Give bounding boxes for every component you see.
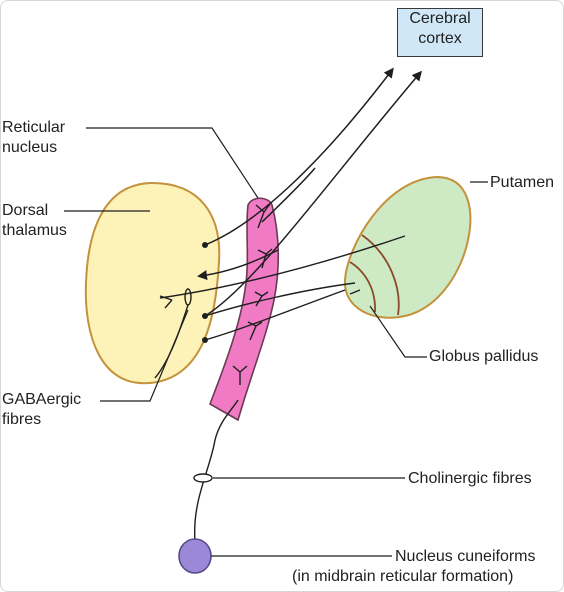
gabaergic-fibres-label-line1: GABAergic <box>2 391 82 408</box>
thalamic-terminals <box>202 242 208 343</box>
cerebral-cortex-label-line2: cortex <box>418 30 462 47</box>
reticular-nucleus-label-line2: nucleus <box>2 139 58 156</box>
cholinergic-marker <box>193 473 213 483</box>
leader-lines <box>64 127 488 557</box>
ascending-fibres <box>204 67 422 317</box>
gabaergic-fibres-label-line2: fibres <box>2 411 42 428</box>
globus-pallidus-arc-inner <box>349 261 376 313</box>
nucleus-cuneiformis-label-line2: (in midbrain reticular formation) <box>292 568 514 585</box>
globus-pallidus-label: Globus pallidus <box>429 348 539 365</box>
cholinergic-fibres-label: Cholinergic fibres <box>408 470 532 487</box>
pallidal-fibres <box>159 235 406 341</box>
globus-pallidus-arc-outer <box>361 234 400 316</box>
cerebral-cortex-label-line1: Cerebral <box>409 10 471 27</box>
cholinergic-pathway <box>193 399 239 542</box>
putamen-label: Putamen <box>490 174 555 191</box>
dorsal-thalamus-label-line1: Dorsal <box>2 202 49 219</box>
reticular-nucleus-shape <box>209 197 280 422</box>
dorsal-thalamus-label-line2: thalamus <box>2 222 67 239</box>
reticulo-thalamic-arrow <box>197 249 279 281</box>
cerebral-cortex-box: Cerebral cortex <box>397 8 483 57</box>
putamen-shape <box>343 175 472 319</box>
reticular-nucleus-label-line1: Reticular <box>2 119 66 136</box>
nucleus-cuneiformis-label-line1: Nucleus cuneiforms <box>395 548 536 565</box>
nucleus-cuneiformis-shape <box>178 538 212 574</box>
dorsal-thalamus-shape <box>84 181 221 385</box>
